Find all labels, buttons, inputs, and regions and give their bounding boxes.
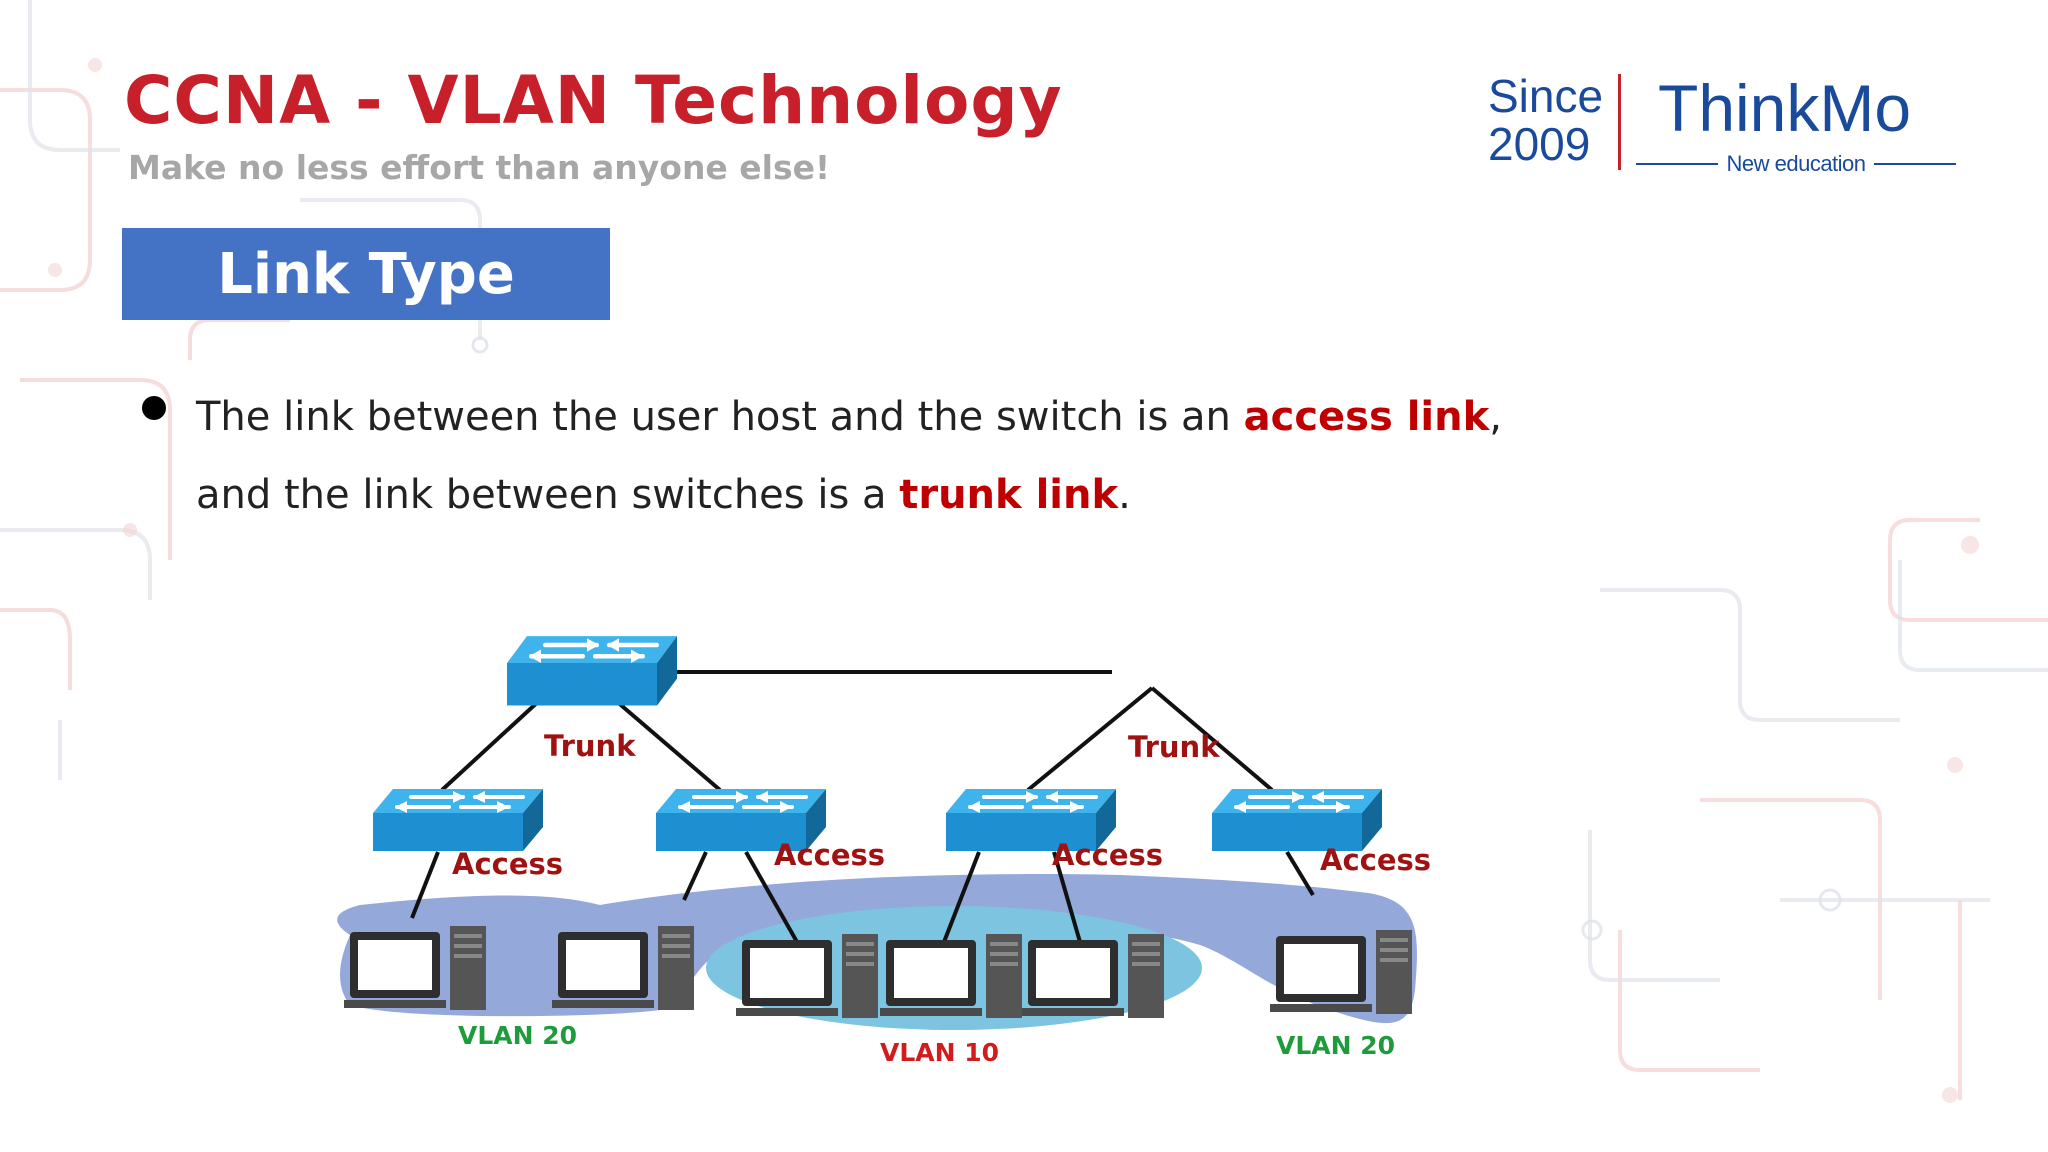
thinkmo-logo: Since 2009 ThinkMo New education — [1480, 68, 1970, 178]
logo-since-word: Since — [1488, 70, 1604, 122]
logo-since-year: 2009 — [1488, 118, 1591, 170]
computer-icon — [880, 934, 1022, 1018]
computer-icon — [1270, 930, 1412, 1014]
page-title: CCNA - VLAN Technology — [124, 62, 1063, 139]
logo-tagline: New education — [1726, 151, 1866, 176]
access-link-highlight: access link — [1243, 394, 1490, 440]
logo-brand: ThinkMo — [1658, 71, 1912, 145]
access-link-4 — [942, 851, 981, 943]
computer-icon — [552, 926, 694, 1010]
vlan10-label: VLAN 10 — [880, 1038, 999, 1067]
trunk-link-left-b — [613, 698, 722, 792]
trunk-link-right-b — [1150, 686, 1274, 792]
access-link-2 — [682, 851, 708, 901]
bullet-text-2: , and the link between switches is a — [196, 394, 1502, 518]
switch-icon — [371, 787, 545, 853]
switch-icon — [507, 636, 677, 705]
logo-divider — [1618, 74, 1621, 170]
access-label-4: Access — [1320, 843, 1431, 877]
trunk-link-left-a — [440, 698, 542, 792]
access-link-6 — [1285, 850, 1315, 897]
bullet-text-3: . — [1118, 472, 1131, 518]
computer-icon — [344, 926, 486, 1010]
access-label-2: Access — [774, 838, 885, 872]
section-heading-text: Link Type — [217, 241, 515, 307]
logo-tagline-row: New education — [1636, 150, 1957, 178]
trunk-label-left: Trunk — [544, 729, 636, 763]
vlan20-label-right: VLAN 20 — [1276, 1031, 1395, 1060]
access-link-1 — [410, 851, 440, 919]
access-link-3 — [744, 851, 799, 943]
access-label-3: Access — [1052, 838, 1163, 872]
section-heading: Link Type — [122, 228, 610, 320]
page-subtitle: Make no less effort than anyone else! — [128, 148, 831, 187]
access-link-5 — [1052, 851, 1082, 943]
computer-icon — [1022, 934, 1164, 1018]
logo-since: Since 2009 — [1488, 72, 1608, 168]
bullet-dot — [142, 396, 166, 420]
trunk-link-highlight: trunk link — [899, 472, 1119, 518]
vlan20-label-left: VLAN 20 — [458, 1021, 577, 1050]
trunk-label-right: Trunk — [1128, 730, 1220, 764]
bullet-text-1: The link between the user host and the s… — [196, 394, 1244, 440]
bullet-paragraph: The link between the user host and the s… — [196, 378, 1556, 534]
computer-icon — [736, 934, 878, 1018]
switch-icon — [1210, 787, 1384, 853]
trunk-link-right-a — [1026, 686, 1154, 792]
access-label-1: Access — [452, 847, 563, 881]
